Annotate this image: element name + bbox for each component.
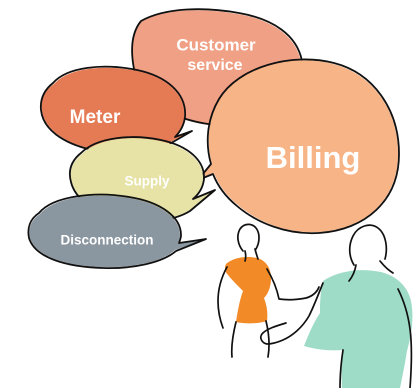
billing-label: Billing [266, 140, 361, 175]
supply-bubble-outline [68, 136, 216, 222]
right-person-neck [348, 260, 394, 282]
disconnection-bubble-outline [27, 193, 207, 269]
right-person-front-arm [259, 282, 324, 345]
right-person-torso [339, 349, 344, 388]
left-person-head [237, 223, 260, 252]
customer-service-label-line-1: Customer [176, 35, 256, 54]
left-person-left-arm [217, 266, 228, 329]
people-illustration [217, 223, 413, 388]
right-person-back-arm [397, 288, 413, 388]
right-person-head [348, 224, 388, 266]
supply-label: Supply [124, 174, 169, 189]
disconnection-bubble: Disconnection [27, 193, 207, 269]
right-person-shirt [304, 270, 413, 388]
disconnection-label: Disconnection [60, 233, 153, 248]
left-person [217, 223, 320, 358]
meter-bubble-fill [41, 67, 191, 153]
meter-label: Meter [70, 107, 121, 128]
left-person-right-arm [266, 268, 320, 301]
billing-bubble-outline [197, 58, 400, 235]
left-person-neck [244, 248, 259, 262]
billing-bubble: Billing [197, 58, 400, 235]
left-person-shirt [224, 256, 271, 324]
billing-bubble-fill [199, 60, 398, 233]
disconnection-bubble-fill [29, 195, 205, 268]
left-person-skirt-lines [230, 320, 270, 358]
customer-service-label-line-2: service [187, 57, 242, 74]
meter-bubble: Meter [39, 65, 193, 155]
right-person [259, 224, 413, 388]
meter-bubble-outline [39, 65, 193, 155]
